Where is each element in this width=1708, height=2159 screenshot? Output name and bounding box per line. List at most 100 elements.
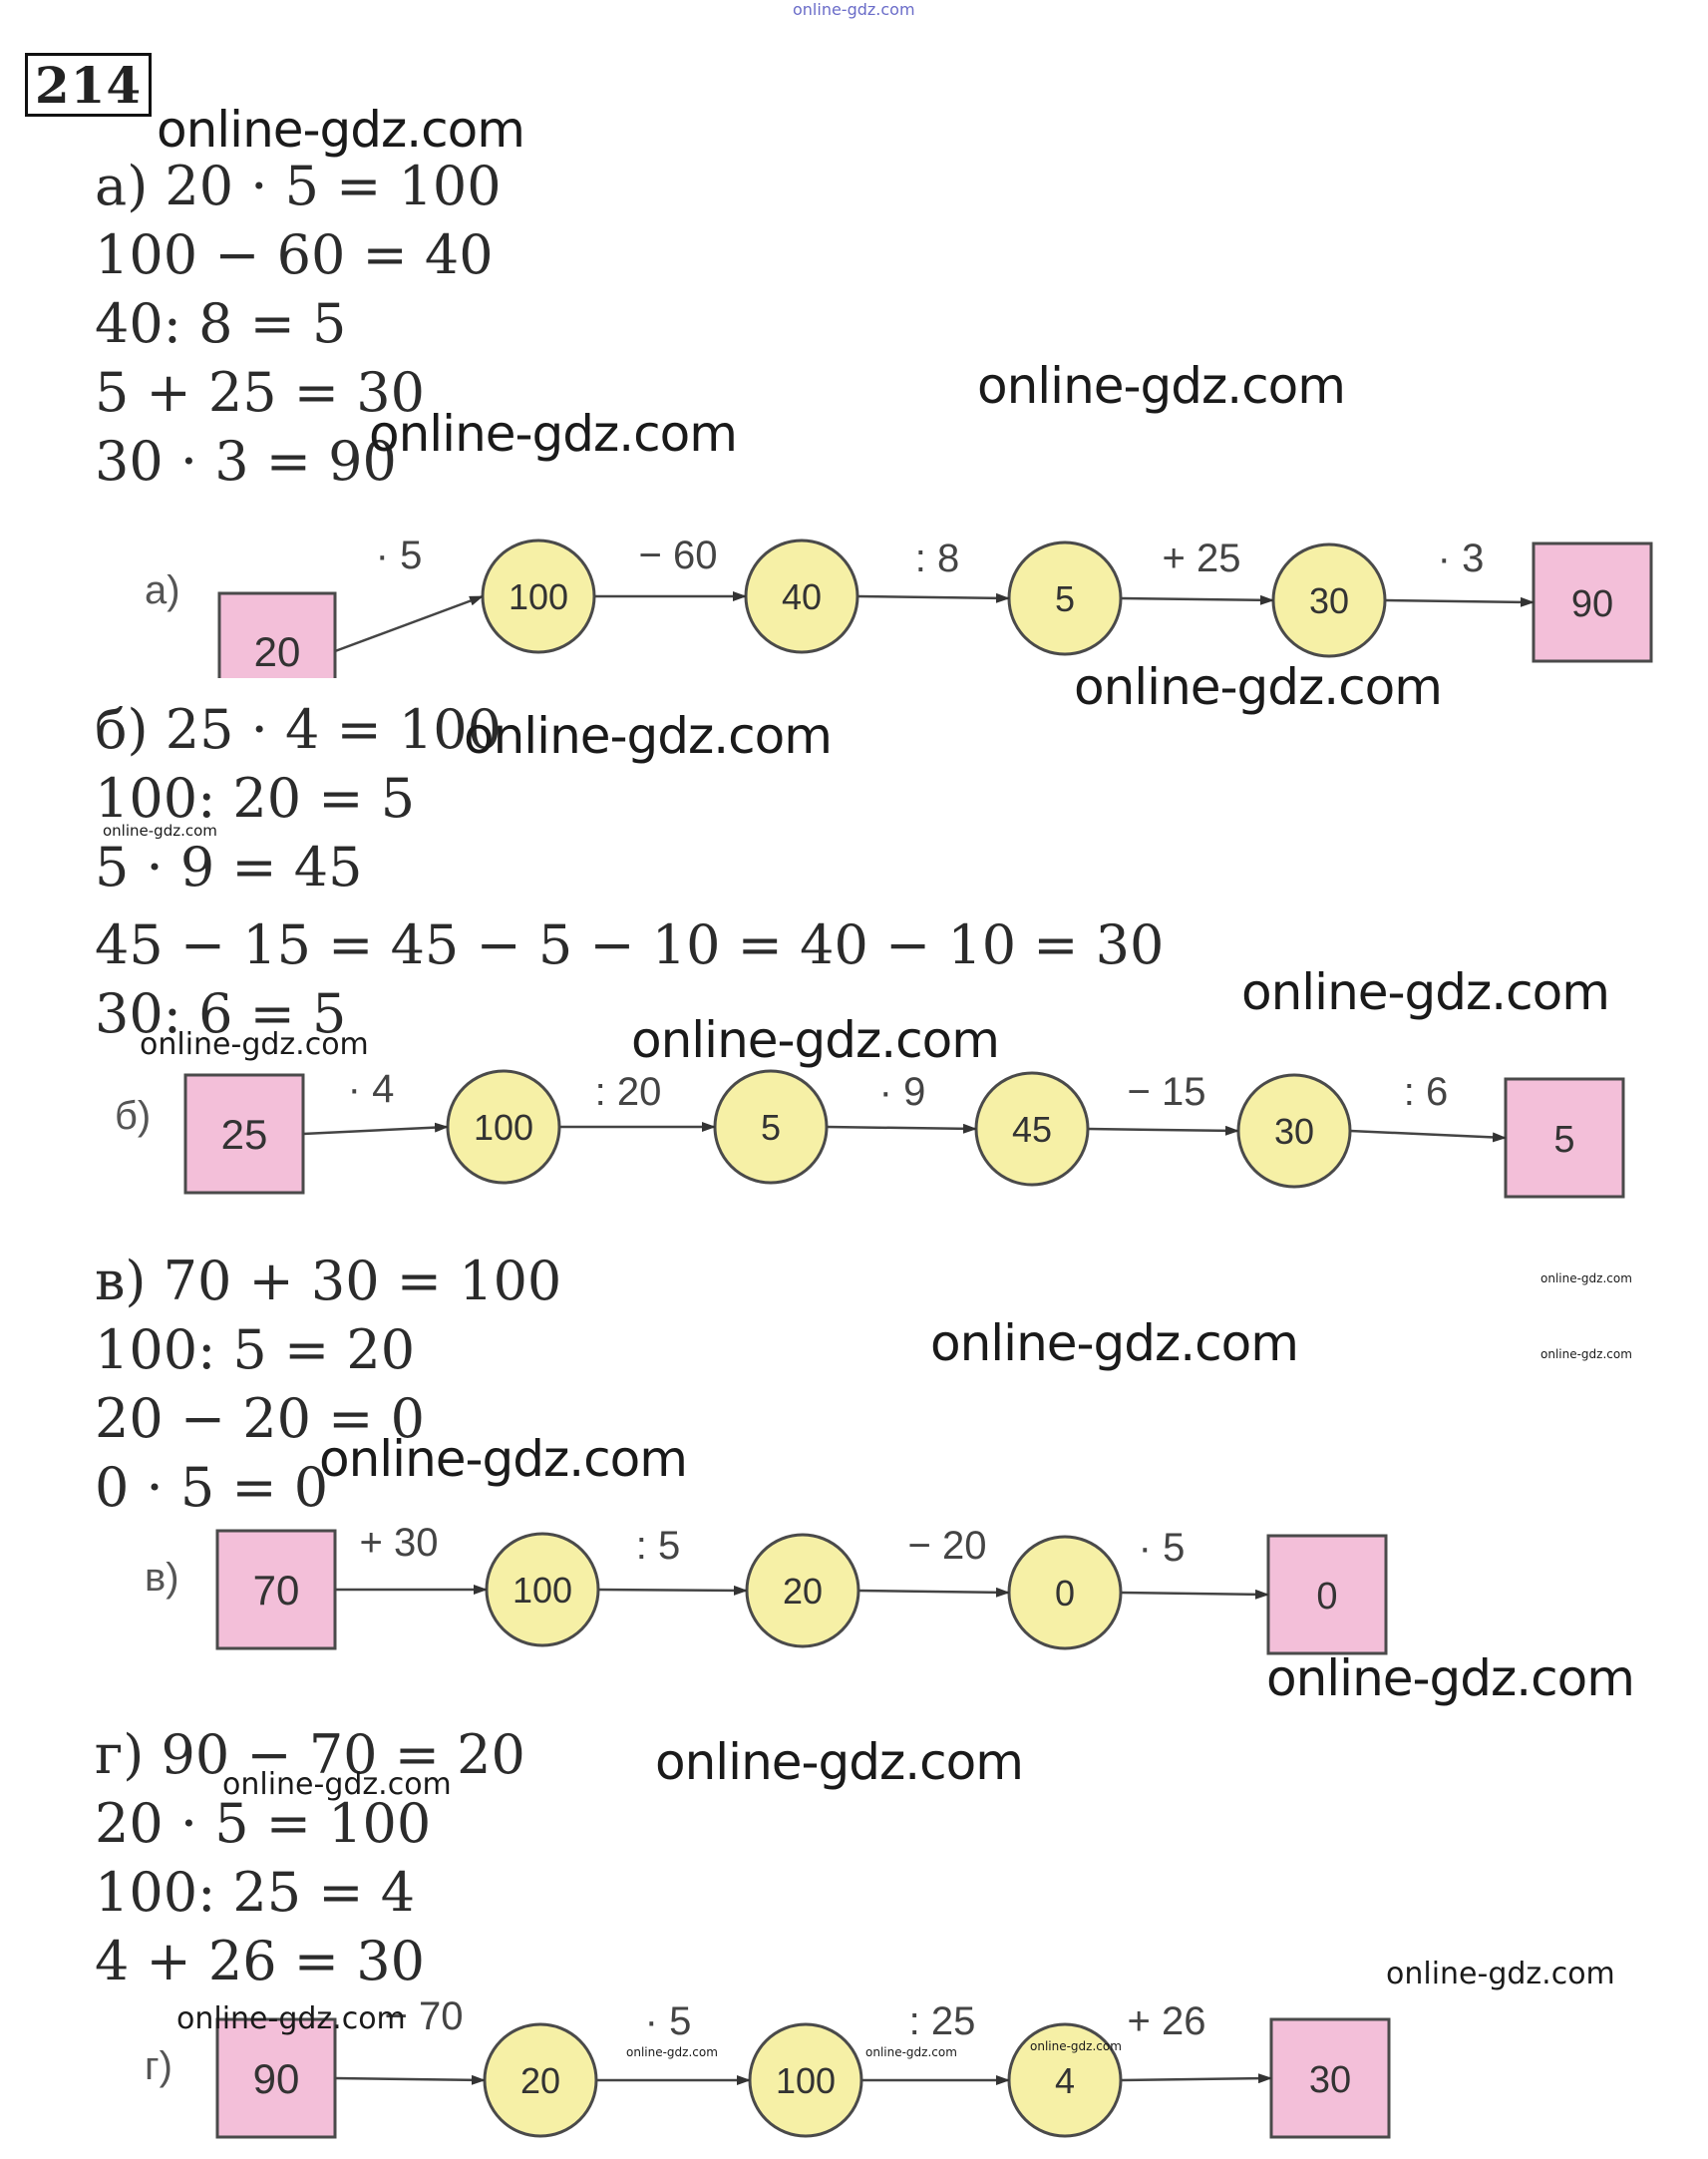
operation-label: · 5 [376, 534, 423, 577]
node-value: 4 [1055, 2060, 1075, 2101]
end-box [1504, 1077, 1625, 1199]
watermark: online-gdz.com [1540, 1347, 1632, 1361]
arrow [1087, 1125, 1239, 1136]
watermark: online-gdz.com [319, 1430, 688, 1488]
watermark: online-gdz.com [977, 357, 1346, 415]
watermark: online-gdz.com [865, 2045, 957, 2059]
arrow [334, 2074, 486, 2085]
end-box [1269, 2017, 1391, 2139]
equation-line: 30 · 3 = 90 [95, 430, 397, 493]
chain-diagram-d: г) 90 20 100 4 30 − 70 · 5 : 25 + 26 [145, 1994, 1391, 2139]
arrow [1120, 594, 1274, 605]
end-value: 90 [1571, 583, 1613, 625]
chain-label: в) [145, 1556, 179, 1600]
arrow [856, 592, 1010, 603]
equation-line: б) 25 · 4 = 100 [95, 698, 502, 761]
watermark: online-gdz.com [930, 1314, 1299, 1372]
watermark: online-gdz.com [222, 1767, 452, 1802]
chain-label: г) [145, 2044, 172, 2088]
node-value: 0 [1055, 1573, 1075, 1614]
node-value: 5 [1055, 578, 1075, 619]
start-box [183, 1073, 305, 1195]
watermark: online-gdz.com [1266, 1649, 1635, 1707]
start-box [217, 591, 337, 678]
watermark: online-gdz.com [655, 1733, 1024, 1791]
watermark: online-gdz.com [464, 707, 833, 765]
operation-label: + 25 [1163, 537, 1241, 580]
equation-line: 100: 5 = 20 [95, 1318, 416, 1381]
node-value: 45 [1012, 1109, 1052, 1150]
operation-label: − 15 [1128, 1070, 1206, 1114]
equation-line: г) 90 − 70 = 20 [95, 1723, 525, 1786]
equation-line: 5 · 9 = 45 [95, 836, 363, 899]
node-value: 20 [783, 1571, 823, 1612]
chain-label: а) [145, 568, 180, 612]
chain-label: б) [115, 1094, 151, 1138]
arrow [826, 1123, 977, 1134]
start-box [215, 1529, 337, 1650]
operation-label: · 9 [879, 1070, 926, 1114]
operation-label: + 30 [360, 1521, 439, 1565]
node-value: 100 [512, 1570, 572, 1611]
node-value: 30 [1274, 1111, 1314, 1152]
operation-label: : 8 [915, 537, 959, 580]
operation-label: : 5 [636, 1524, 680, 1568]
end-value: 30 [1309, 2059, 1351, 2101]
node-value: 100 [509, 576, 568, 617]
equation-line: 5 + 25 = 30 [95, 361, 425, 424]
operation-label: · 3 [1438, 537, 1485, 580]
arrow [1120, 2073, 1272, 2084]
watermark: online-gdz.com [369, 405, 738, 463]
node-value: 20 [520, 2060, 560, 2101]
watermark: online-gdz.com [1074, 658, 1443, 716]
start-value: 20 [254, 628, 301, 675]
equation-line: 4 + 26 = 30 [95, 1930, 425, 1992]
equation-line: 40: 8 = 5 [95, 292, 347, 355]
equation-line: в) 70 + 30 = 100 [95, 1250, 562, 1312]
node-value: 100 [776, 2060, 836, 2101]
end-box [1266, 1534, 1388, 1655]
operation-label: · 5 [1139, 1526, 1186, 1570]
operation-label: − 60 [639, 534, 718, 577]
node-value: 5 [761, 1107, 781, 1148]
arrow [302, 1122, 449, 1136]
end-box [1532, 541, 1653, 663]
watermark: online-gdz.com [1241, 963, 1610, 1021]
operation-label: : 25 [909, 1999, 976, 2043]
equation-line: 0 · 5 = 0 [95, 1456, 329, 1519]
arrow [857, 1587, 1010, 1598]
top-watermark: online-gdz.com [793, 0, 915, 19]
operation-label: · 5 [645, 1999, 692, 2043]
operation-label: : 20 [595, 1070, 662, 1114]
arrow [1349, 1129, 1507, 1143]
watermark: online-gdz.com [103, 822, 217, 840]
watermark: online-gdz.com [1540, 1271, 1632, 1285]
operation-label: + 26 [1128, 1999, 1206, 2043]
operation-label: − 20 [908, 1524, 987, 1568]
equation-line: 20 · 5 = 100 [95, 1792, 432, 1855]
arrow [597, 1585, 748, 1596]
exercise-number: 214 [25, 53, 152, 117]
arrow [334, 594, 484, 653]
watermark: online-gdz.com [176, 2001, 406, 2036]
watermark: online-gdz.com [157, 101, 525, 159]
watermark: online-gdz.com [1030, 2039, 1122, 2053]
arrow [1384, 596, 1535, 607]
watermark: online-gdz.com [626, 2045, 718, 2059]
watermark: online-gdz.com [631, 1011, 1000, 1069]
start-value: 90 [253, 2055, 300, 2102]
watermark: online-gdz.com [1386, 1957, 1615, 1991]
equation-line: 100: 25 = 4 [95, 1861, 416, 1924]
equation-line: 100 − 60 = 40 [95, 223, 494, 286]
watermark: online-gdz.com [140, 1027, 369, 1062]
operation-label: − 70 [385, 1994, 464, 2038]
end-value: 0 [1316, 1576, 1337, 1618]
equation-line: 100: 20 = 5 [95, 767, 416, 830]
end-value: 5 [1553, 1119, 1574, 1161]
equation-line: 30: 6 = 5 [95, 982, 347, 1045]
operation-label: : 6 [1404, 1070, 1448, 1114]
operation-label: · 4 [348, 1067, 395, 1111]
